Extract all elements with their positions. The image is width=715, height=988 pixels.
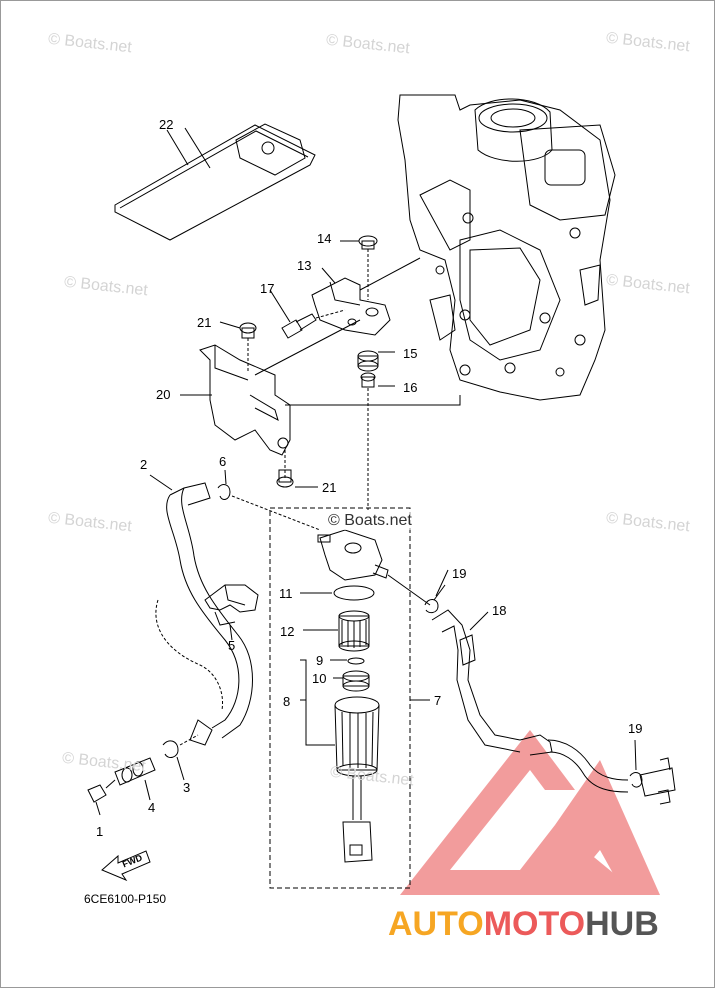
bolt-14	[340, 235, 378, 300]
connector-1	[87, 784, 107, 816]
label-17: 17	[260, 281, 275, 296]
label-2: 2	[140, 457, 148, 472]
o-ring-11	[333, 585, 375, 601]
label-3: 3	[183, 780, 191, 795]
automotohub-logo	[400, 730, 660, 895]
float-10	[333, 670, 370, 692]
label-19-lower: 19	[628, 721, 643, 736]
brand-part-3: HUB	[585, 905, 659, 943]
fwd-arrow-icon	[101, 850, 151, 882]
ring-9	[330, 657, 365, 665]
label-8: 8	[283, 694, 291, 709]
holder-5	[204, 584, 259, 641]
filter-assembly-box-7	[269, 507, 411, 889]
clip-3	[162, 734, 199, 781]
clip-19-upper	[424, 584, 446, 614]
label-4: 4	[148, 800, 156, 815]
connector-4	[105, 757, 156, 801]
bolt-21-top	[219, 321, 257, 372]
label-19-upper: 19	[452, 566, 467, 581]
collar-16	[360, 372, 395, 510]
label-5: 5	[228, 638, 236, 653]
filter-element-12	[303, 610, 370, 652]
watermark-center: © Boats.net	[328, 512, 412, 530]
label-11: 11	[279, 586, 293, 601]
label-7: 7	[434, 693, 442, 708]
bag-22	[114, 123, 316, 241]
label-9: 9	[316, 653, 324, 668]
label-14: 14	[317, 231, 332, 246]
hose-2	[149, 474, 253, 746]
label-21-top: 21	[197, 315, 212, 330]
engine-block	[397, 94, 616, 401]
label-15: 15	[403, 346, 418, 361]
label-22: 22	[159, 117, 174, 132]
label-18: 18	[492, 603, 507, 618]
label-20: 20	[156, 387, 171, 402]
label-21-bottom: 21	[322, 480, 337, 495]
grommet-15	[357, 350, 395, 372]
hose-18	[431, 609, 629, 793]
label-13: 13	[297, 258, 312, 273]
brand-part-2: MOTO	[483, 905, 586, 943]
label-12: 12	[280, 624, 295, 639]
label-1: 1	[96, 824, 104, 839]
label-6: 6	[219, 454, 227, 469]
brand-wordmark: AUTOMOTOHUB	[388, 905, 659, 944]
t-joint	[639, 757, 676, 805]
clip-19-lower	[629, 739, 643, 788]
cover-20	[180, 344, 461, 456]
bolt-21-bottom	[276, 450, 318, 488]
filter-head	[317, 529, 431, 606]
brand-part-1: AUTO	[388, 905, 484, 943]
label-10: 10	[312, 671, 327, 686]
label-16: 16	[403, 380, 418, 395]
filter-bowl-8	[300, 659, 380, 863]
bolt-17	[269, 289, 346, 339]
clip-6	[217, 469, 321, 531]
diagram-code: 6CE6100-P150	[84, 892, 167, 906]
